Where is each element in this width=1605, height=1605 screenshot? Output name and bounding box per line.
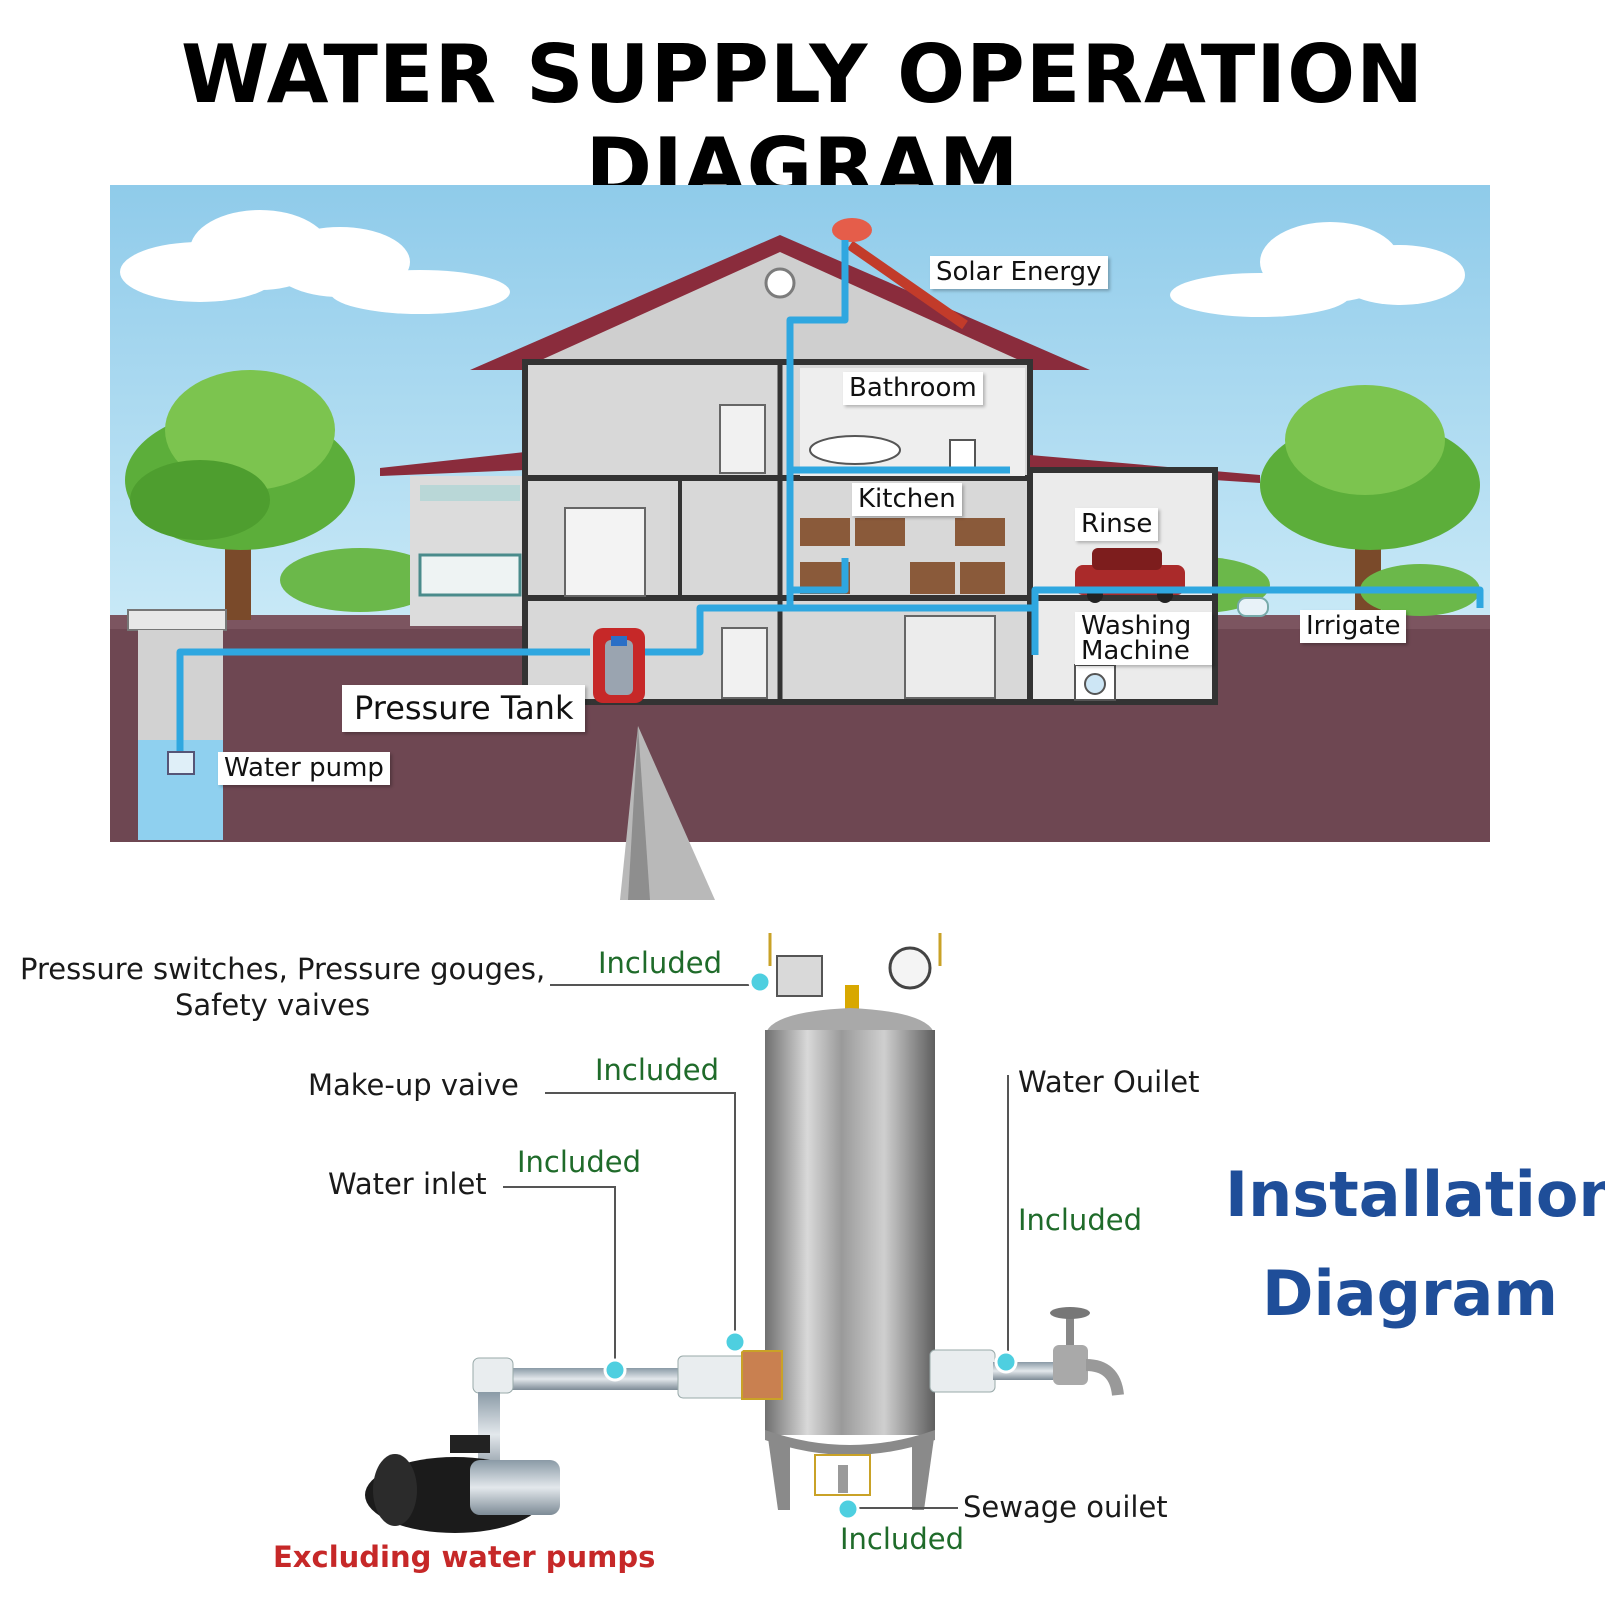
label-water-outlet: Water Ouilet — [1018, 1065, 1200, 1099]
left-annex — [380, 452, 525, 626]
label-safety-valves: Safety vaives — [175, 988, 371, 1022]
label-pressure-switches: Pressure switches, Pressure gouges, — [20, 952, 546, 986]
house-pressure-tank — [593, 628, 645, 703]
included-water-outlet: Included — [1018, 1203, 1142, 1237]
label-excluding-water-pumps: Excluding water pumps — [273, 1540, 656, 1574]
label-solar-energy: Solar Energy — [930, 256, 1108, 289]
label-washing-machine: Washing Machine — [1075, 612, 1212, 666]
installation-heading-line2: Diagram — [1262, 1257, 1558, 1331]
label-makeup-valve: Make-up vaive — [308, 1068, 519, 1102]
page-title: WATER SUPPLY OPERATION DIAGRAM — [180, 28, 1425, 214]
leader-lines — [503, 984, 1009, 1509]
house-scene — [110, 185, 1490, 900]
installation-graphics — [365, 933, 1124, 1533]
label-irrigate: Irrigate — [1300, 610, 1407, 643]
main-house — [470, 235, 1090, 705]
included-makeup-valve: Included — [595, 1053, 719, 1087]
tree-left — [125, 370, 355, 620]
solar-collector — [832, 218, 968, 330]
label-bathroom: Bathroom — [843, 372, 983, 405]
water-pipes — [176, 240, 1484, 760]
callout-dots — [603, 970, 1018, 1521]
water-pump-graphic — [365, 1435, 560, 1533]
installation-heading-line1: Installation — [1225, 1158, 1605, 1231]
label-kitchen: Kitchen — [852, 483, 962, 516]
clouds — [120, 210, 1465, 317]
label-pressure-tank: Pressure Tank — [342, 685, 586, 733]
label-rinse: Rinse — [1075, 508, 1159, 541]
installation-diagram-heading: Installation Diagram — [1225, 1145, 1605, 1343]
included-pressure-switches: Included — [598, 946, 722, 980]
label-sewage-outlet: Sewage ouilet — [963, 1490, 1168, 1524]
label-water-pump: Water pump — [218, 752, 390, 785]
label-water-inlet: Water inlet — [328, 1167, 487, 1201]
included-water-inlet: Included — [517, 1145, 641, 1179]
tree-right — [1260, 385, 1480, 620]
included-sewage-outlet: Included — [840, 1522, 964, 1556]
